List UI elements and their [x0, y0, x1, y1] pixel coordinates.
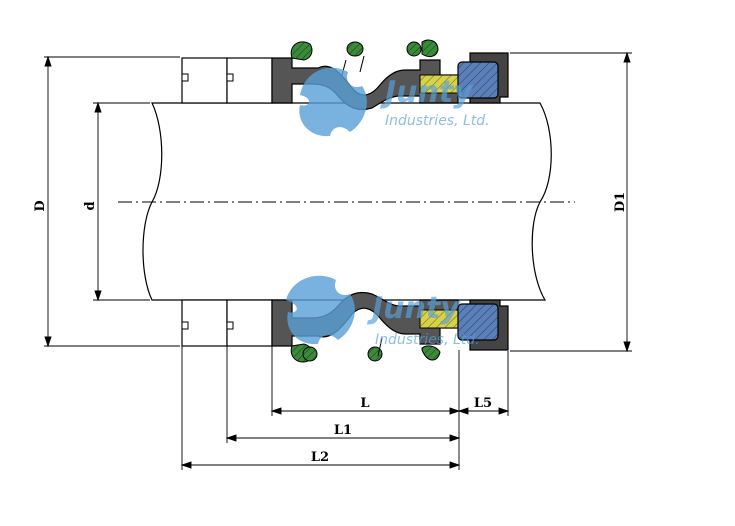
- dim-label-L1: L1: [334, 423, 352, 438]
- o-ring: [290, 41, 313, 61]
- o-ring: [421, 345, 441, 361]
- watermark-logo-upper: Junty Industries, Ltd.: [299, 67, 490, 137]
- dim-label-L2: L2: [311, 450, 329, 465]
- collar-block-1: [181, 299, 228, 347]
- collar-block-2: [226, 57, 273, 104]
- stationary-seat: [457, 303, 499, 341]
- set-screw: [181, 73, 189, 82]
- dim-label-d: d: [83, 201, 98, 210]
- collar-block-2: [226, 299, 273, 347]
- collar-block-1: [181, 57, 228, 104]
- set-screw: [181, 321, 189, 330]
- watermark-subtitle: Industries, Ltd.: [375, 332, 480, 348]
- dim-label-L5: L5: [474, 396, 492, 411]
- watermark-brand: Junty: [367, 291, 461, 326]
- spring-wire: [377, 337, 383, 357]
- dim-label-D: D: [33, 200, 48, 211]
- watermark-logo-lower: Junty Industries, Ltd.: [286, 275, 480, 348]
- spring-coil: [406, 41, 422, 57]
- set-screw: [226, 321, 234, 330]
- shaft: [142, 102, 552, 301]
- set-screw: [226, 73, 234, 82]
- watermark-subtitle: Industries, Ltd.: [385, 113, 490, 129]
- dim-label-D1: D1: [613, 192, 628, 212]
- watermark-brand: Junty: [380, 75, 474, 110]
- dim-label-L: L: [360, 396, 369, 411]
- spring-wire: [359, 55, 365, 73]
- spring-coil: [302, 346, 318, 362]
- dimension-lines: [44, 51, 632, 470]
- o-ring: [421, 39, 439, 58]
- stationary-seat: [457, 61, 499, 99]
- spring-coil: [367, 346, 383, 362]
- spring-coil: [346, 41, 364, 57]
